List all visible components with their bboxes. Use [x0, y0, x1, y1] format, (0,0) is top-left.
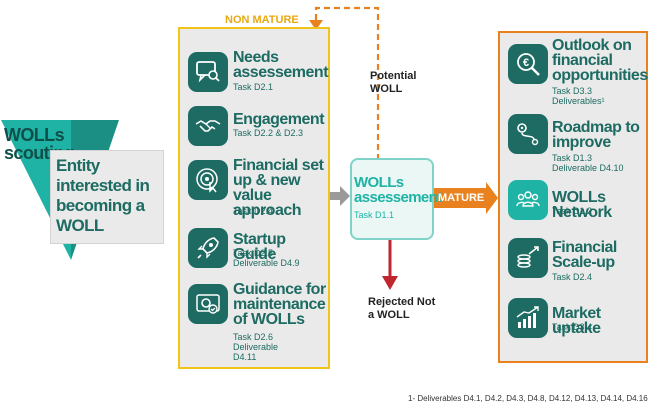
guidance-maintenance-sub: Task D2.6 Deliverable D4.11 — [233, 332, 279, 362]
outlook-sub: Task D3.3 Deliverables¹ — [552, 86, 605, 106]
engagement-title: Engagement — [233, 111, 325, 128]
target-click-icon — [188, 160, 228, 200]
nonmature-to-assessment-arrow — [327, 186, 350, 206]
mature-arrow — [430, 182, 498, 214]
woll-assessment-title: WOLLs assessement — [354, 174, 442, 206]
roadmap-sub: Task D1.3 Deliverable D4.10 — [552, 153, 624, 173]
financial-scaleup-sub: Task D2.4 — [552, 272, 593, 282]
woll-network-title: WOLLs Network — [552, 189, 612, 221]
outlook-title: Outlook on financial opportunities — [552, 37, 648, 84]
gear-check-icon — [188, 284, 228, 324]
engagement-sub: Task D2.2 & D2.3 — [233, 128, 304, 138]
chat-search-icon — [188, 52, 228, 92]
financial-setup-title: Financial set up & new value approach — [233, 157, 324, 219]
guidance-maintenance-title: Guidance for maintenance of WOLLs — [233, 281, 326, 328]
potential-woll-dashed-connector — [314, 6, 380, 160]
rejected-label: Rejected Not a WOLL — [368, 296, 436, 321]
startup-guide-sub: Task D2.5 Deliverable D4.9 — [233, 248, 300, 268]
potential-woll-label: Potential WOLL — [370, 70, 417, 95]
footnote: 1- Deliverables D4.1, D4.2, D4.3, D4.8, … — [408, 394, 648, 403]
market-uptake-title: Market uptake — [552, 305, 601, 337]
roadmap-title: Roadmap to improve — [552, 119, 640, 151]
woll-network-sub: Task D1.2 — [552, 206, 593, 216]
dashed-arrowhead — [309, 20, 323, 30]
route-icon — [508, 114, 548, 154]
mature-label: MATURE — [438, 192, 485, 204]
market-uptake-sub: Task D3.4 — [552, 322, 593, 332]
woll-assessment-sub: Task D1.1 — [354, 210, 395, 220]
entity-label: Entity interested in becoming a WOLL — [56, 156, 150, 235]
financial-setup-sub: Task D2.4 — [233, 206, 274, 216]
svg-text:€: € — [523, 57, 529, 69]
people-icon — [508, 180, 548, 220]
handshake-icon — [188, 106, 228, 146]
euro-search-icon: € — [508, 44, 548, 84]
non-mature-label: NON MATURE — [222, 14, 302, 26]
coins-growth-icon — [508, 238, 548, 278]
needs-assessment-title: Needs assessement — [233, 49, 329, 81]
entity-box — [50, 150, 164, 244]
startup-guide-title: Startup Guide — [233, 231, 286, 263]
financial-scaleup-title: Financial Scale-up — [552, 239, 617, 271]
bar-growth-icon — [508, 298, 548, 338]
rocket-icon — [188, 228, 228, 268]
rejected-arrowhead — [382, 276, 398, 290]
woll-assessment-box — [350, 158, 434, 240]
needs-assessment-sub: Task D2.1 — [233, 82, 274, 92]
